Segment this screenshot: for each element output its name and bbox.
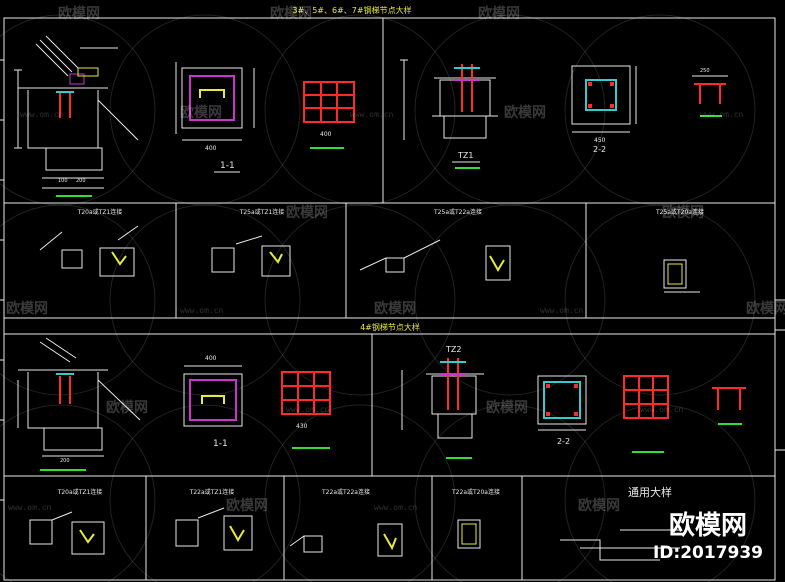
- tz2-elevation-mid: [401, 370, 484, 439]
- watermark-url-1: www.om.cn: [20, 110, 64, 119]
- elevation-anchor-bolts-top-left: [56, 91, 74, 118]
- watermark-logo-10: 欧模网: [746, 300, 785, 317]
- dim-400-rebar-top: 400: [320, 131, 332, 138]
- row4-detail-c: [289, 523, 403, 557]
- watermark-logo-6: 欧模网: [286, 204, 328, 221]
- dim-430-rebar-mid: 430: [296, 423, 308, 430]
- tz1-elevation-top: [400, 59, 498, 140]
- dim-450-s22-top: 450: [594, 137, 606, 144]
- rebar-grid-top: [303, 81, 355, 123]
- row4-label-b: T22a或TZ1连接: [189, 488, 235, 496]
- rebar-grid-mid: [281, 371, 331, 415]
- dim-100-a: 100: [58, 178, 68, 184]
- brand-id: ID:2017939: [653, 543, 763, 563]
- section-1-1-mid: [183, 365, 243, 427]
- dim-200-mid: 200: [60, 458, 70, 464]
- watermark-url-5: www.om.cn: [540, 306, 584, 315]
- ladder-stringer-top-left: [77, 67, 99, 77]
- watermark-logo-3: 欧模网: [478, 5, 520, 22]
- watermark-logo-2: 欧模网: [270, 5, 312, 22]
- general-detail-drawing: [560, 529, 680, 561]
- row4-detail-d: [457, 519, 481, 549]
- row2-detail-c: [359, 239, 511, 281]
- watermark-url-7: www.om.cn: [640, 405, 684, 414]
- row2-label-d: T25a或T20a连接: [655, 208, 704, 216]
- watermark-urls: www.om.cn www.om.cn www.om.cn www.om.cn …: [8, 110, 744, 512]
- small-plate-detail-mid: [712, 387, 746, 410]
- section-1-1-top: [175, 62, 255, 141]
- drawing-frame: [0, 17, 785, 581]
- watermark-logo-4: 欧模网: [180, 104, 222, 121]
- section-2-2-top: [571, 65, 637, 133]
- row2-label-a: T20a或TZ1连接: [77, 208, 123, 216]
- watermark-url-2: www.om.cn: [350, 110, 394, 119]
- dim-250-plate-top: 250: [700, 68, 710, 74]
- elevation-detail-mid-left: [17, 337, 141, 457]
- watermark-logos: 欧模网 欧模网 欧模网 欧模网 欧模网 欧模网 欧模网 欧模网 欧模网 欧模网 …: [6, 5, 785, 514]
- watermark-url-3: www.om.cn: [700, 110, 744, 119]
- watermark-logo-11: 欧模网: [106, 399, 148, 416]
- watermark-logo-9: 欧模网: [374, 300, 416, 317]
- row4-detail-b: [175, 507, 253, 551]
- mid-section-title: 4#钢梯节点大样: [360, 322, 420, 332]
- elevation-anchor-bolts-mid-left: [56, 373, 74, 404]
- row2-detail-a: [39, 225, 139, 277]
- watermark-url-6: www.om.cn: [286, 405, 330, 414]
- watermark-logo-13: 欧模网: [226, 497, 268, 514]
- row2-detail-d: [663, 259, 700, 293]
- watermark-logo-7: 欧模网: [662, 204, 704, 221]
- tz1-label-top: TZ1: [457, 151, 473, 160]
- section-1-1-label-mid: 1-1: [213, 439, 228, 449]
- section-1-1-label-top: 1-1: [220, 161, 235, 171]
- general-detail-title: 通用大样: [628, 485, 672, 499]
- dim-400-s11-top: 400: [205, 145, 217, 152]
- tz2-columns-mid: [440, 358, 466, 410]
- section-2-2-mid: [537, 375, 587, 431]
- section-2-2-label-mid: 2-2: [557, 437, 570, 446]
- watermark-logo-5: 欧模网: [504, 104, 546, 121]
- rebar-grid-mid-right: [623, 375, 669, 419]
- row2-detail-b: [211, 235, 291, 277]
- dim-400-s11-mid: 400: [205, 355, 217, 362]
- elevation-detail-top-left: [14, 35, 139, 189]
- row2-label-b: T25a或TZ1连接: [239, 208, 285, 216]
- row4-label-a: T20a或TZ1连接: [57, 488, 103, 496]
- base-plate-top-left: [69, 73, 85, 85]
- top-section-title: 3#、5#、6#、7#钢梯节点大样: [292, 5, 411, 15]
- watermark-url-4: www.om.cn: [180, 306, 224, 315]
- row4-detail-a: [29, 511, 105, 555]
- watermark-logo-8: 欧模网: [6, 300, 48, 317]
- row2-label-c: T25a或T22a连接: [433, 208, 482, 216]
- tz1-columns-top: [454, 64, 480, 112]
- small-plate-detail-top: [692, 75, 728, 104]
- section-2-2-corner-bars: [588, 82, 614, 108]
- section-2-2-label-top: 2-2: [593, 145, 606, 154]
- watermark-circles: [0, 14, 756, 582]
- brand-site-name: 欧模网: [669, 510, 747, 541]
- watermark-logo-12: 欧模网: [486, 399, 528, 416]
- dim-200-a: 200: [76, 178, 86, 184]
- watermark-logo-1: 欧模网: [58, 5, 100, 22]
- watermark-logo-14: 欧模网: [578, 497, 620, 514]
- row4-label-c: T22a或T22a连接: [321, 488, 370, 496]
- row4-label-d: T22a或T20a连接: [451, 488, 500, 496]
- watermark-url-9: www.om.cn: [374, 503, 418, 512]
- watermark-url-8: www.om.cn: [8, 503, 52, 512]
- tz2-label-mid: TZ2: [445, 345, 461, 354]
- section-2-2-mid-corner-bars: [546, 384, 578, 416]
